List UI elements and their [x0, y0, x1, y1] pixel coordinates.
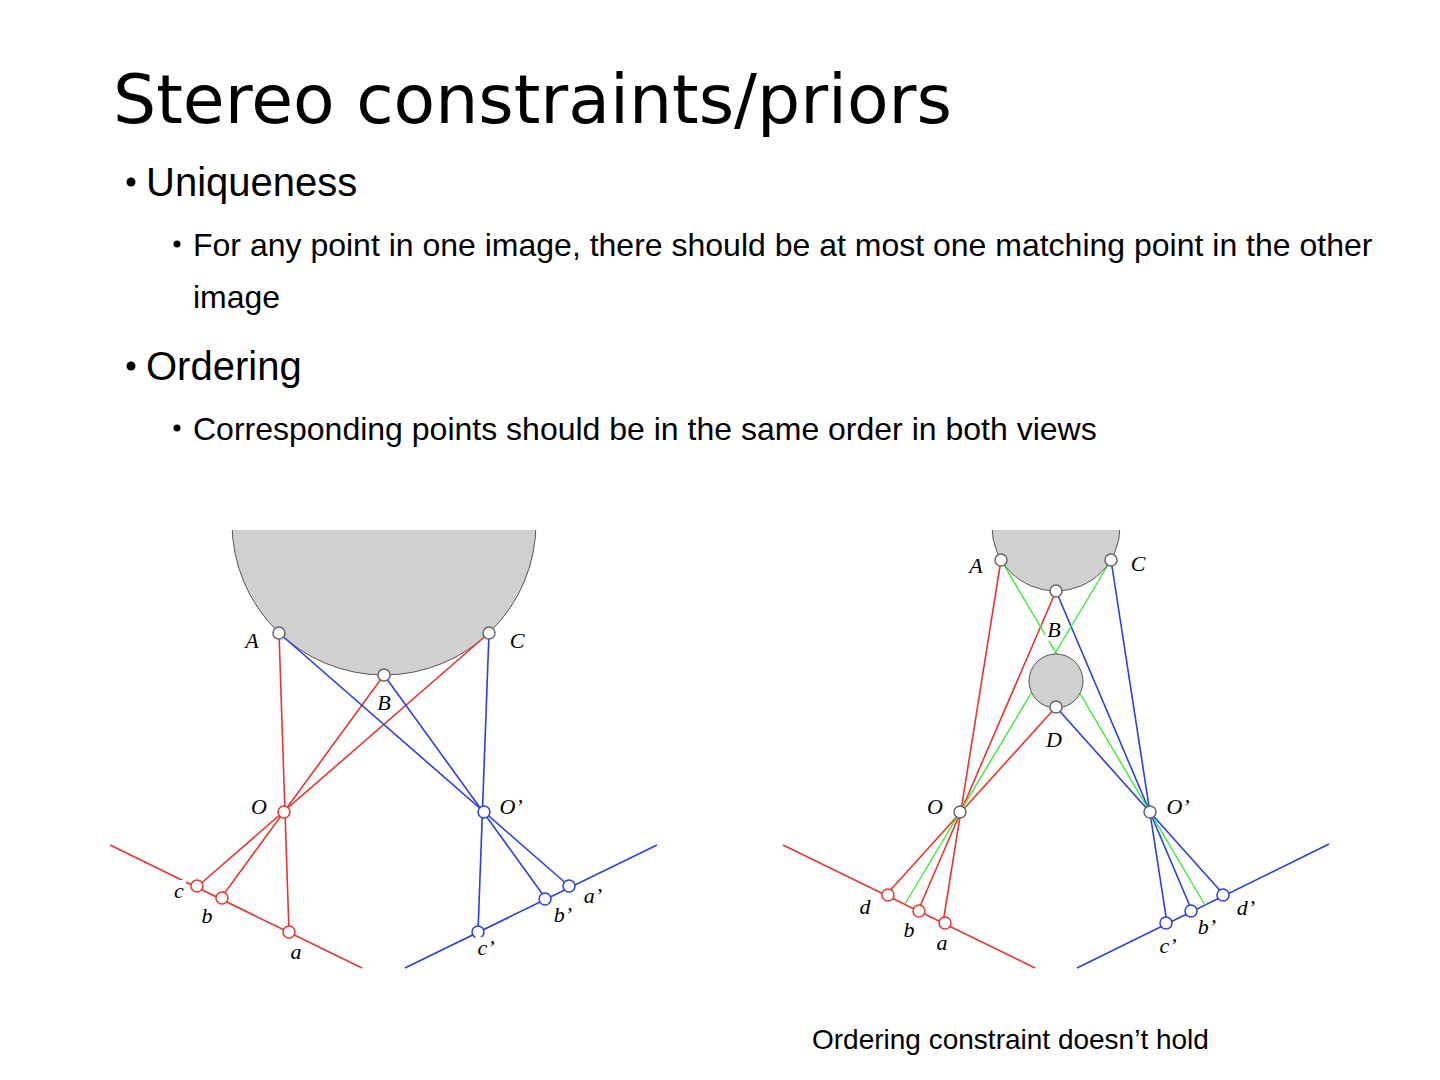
bullet-text: Corresponding points should be in the sa… — [193, 403, 1418, 455]
point-label: c’ — [475, 937, 496, 959]
point-label: O’ — [497, 796, 524, 818]
point-label: b — [200, 905, 215, 927]
point-label: B — [1045, 619, 1062, 641]
point-label: O’ — [1164, 796, 1191, 818]
point-label: B — [375, 692, 392, 714]
bullet-heading: Uniqueness — [146, 158, 357, 206]
point-label: C — [1129, 553, 1148, 575]
point-label: d — [858, 896, 873, 918]
point-label: a’ — [582, 885, 604, 907]
bullet-heading: Ordering — [146, 342, 302, 390]
left-figure — [110, 371, 657, 968]
point-label: A — [967, 555, 984, 577]
point-label: c — [172, 880, 186, 902]
point-label: c’ — [1157, 935, 1178, 957]
point-label: A — [243, 630, 260, 652]
right-figure — [783, 463, 1329, 968]
point-label: a — [935, 932, 950, 954]
point-label: O — [249, 796, 269, 818]
point-label: D — [1044, 729, 1064, 751]
point-label: b — [902, 919, 917, 941]
point-label: a — [289, 941, 304, 963]
slide-title: Stereo constraints/priors — [113, 66, 952, 134]
point-label: d’ — [1235, 897, 1257, 919]
bullet-text: For any point in one image, there should… — [193, 219, 1418, 323]
point-label: b’ — [1196, 916, 1218, 938]
bullet-dots — [127, 178, 181, 432]
figure-caption: Ordering constraint doesn’t hold — [812, 1026, 1209, 1054]
point-label: C — [508, 630, 527, 652]
point-label: O — [925, 796, 945, 818]
point-label: b’ — [552, 904, 574, 926]
